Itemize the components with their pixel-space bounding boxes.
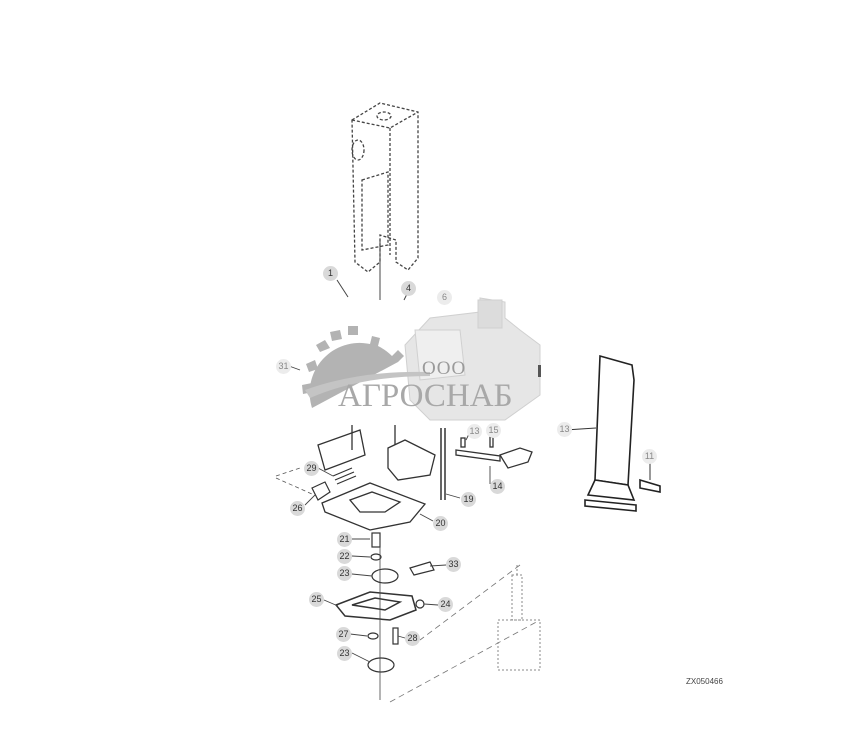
- callout-14: 14: [490, 479, 505, 494]
- callout-33: 33: [446, 557, 461, 572]
- callout-4: 4: [401, 281, 416, 296]
- callout-11: 11: [642, 449, 657, 464]
- callout-27: 27: [336, 627, 351, 642]
- callout-31: 31: [276, 359, 291, 374]
- callout-24: 24: [438, 597, 453, 612]
- valve-assembly-dashed: [497, 565, 541, 671]
- figure-id: ZX050466: [686, 677, 723, 686]
- frame-part-dashed: [351, 102, 419, 273]
- callout-19: 19: [461, 492, 476, 507]
- shaft-part: [455, 436, 533, 469]
- lower-hardware: [370, 532, 399, 584]
- watermark-gear-icon: [302, 326, 404, 408]
- callout-23-lower: 23: [337, 646, 352, 661]
- small-parts: [367, 561, 435, 673]
- callout-28: 28: [405, 631, 420, 646]
- plate-part: [334, 591, 417, 621]
- callout-25: 25: [309, 592, 324, 607]
- valve-part: [311, 481, 331, 501]
- callout-22: 22: [337, 549, 352, 564]
- watermark-harvester-icon: [404, 297, 541, 421]
- callout-13-pedal: 13: [557, 422, 572, 437]
- gasket-part: [321, 482, 427, 531]
- watermark-name: АГРОСНАБ: [338, 378, 513, 414]
- pedal-part: [584, 354, 661, 512]
- callout-23-upper: 23: [337, 566, 352, 581]
- callout-15: 15: [486, 423, 501, 438]
- spring-part: [332, 467, 357, 485]
- callout-20: 20: [433, 516, 448, 531]
- callout-29: 29: [304, 461, 319, 476]
- callout-21: 21: [337, 532, 352, 547]
- callout-26: 26: [290, 501, 305, 516]
- rod-part: [440, 428, 446, 500]
- watermark-prefix: ООО: [422, 358, 467, 379]
- callout-1: 1: [323, 266, 338, 281]
- bracket-assembly: [317, 425, 436, 481]
- callout-13-upper: 13: [467, 424, 482, 439]
- callout-6: 6: [437, 290, 452, 305]
